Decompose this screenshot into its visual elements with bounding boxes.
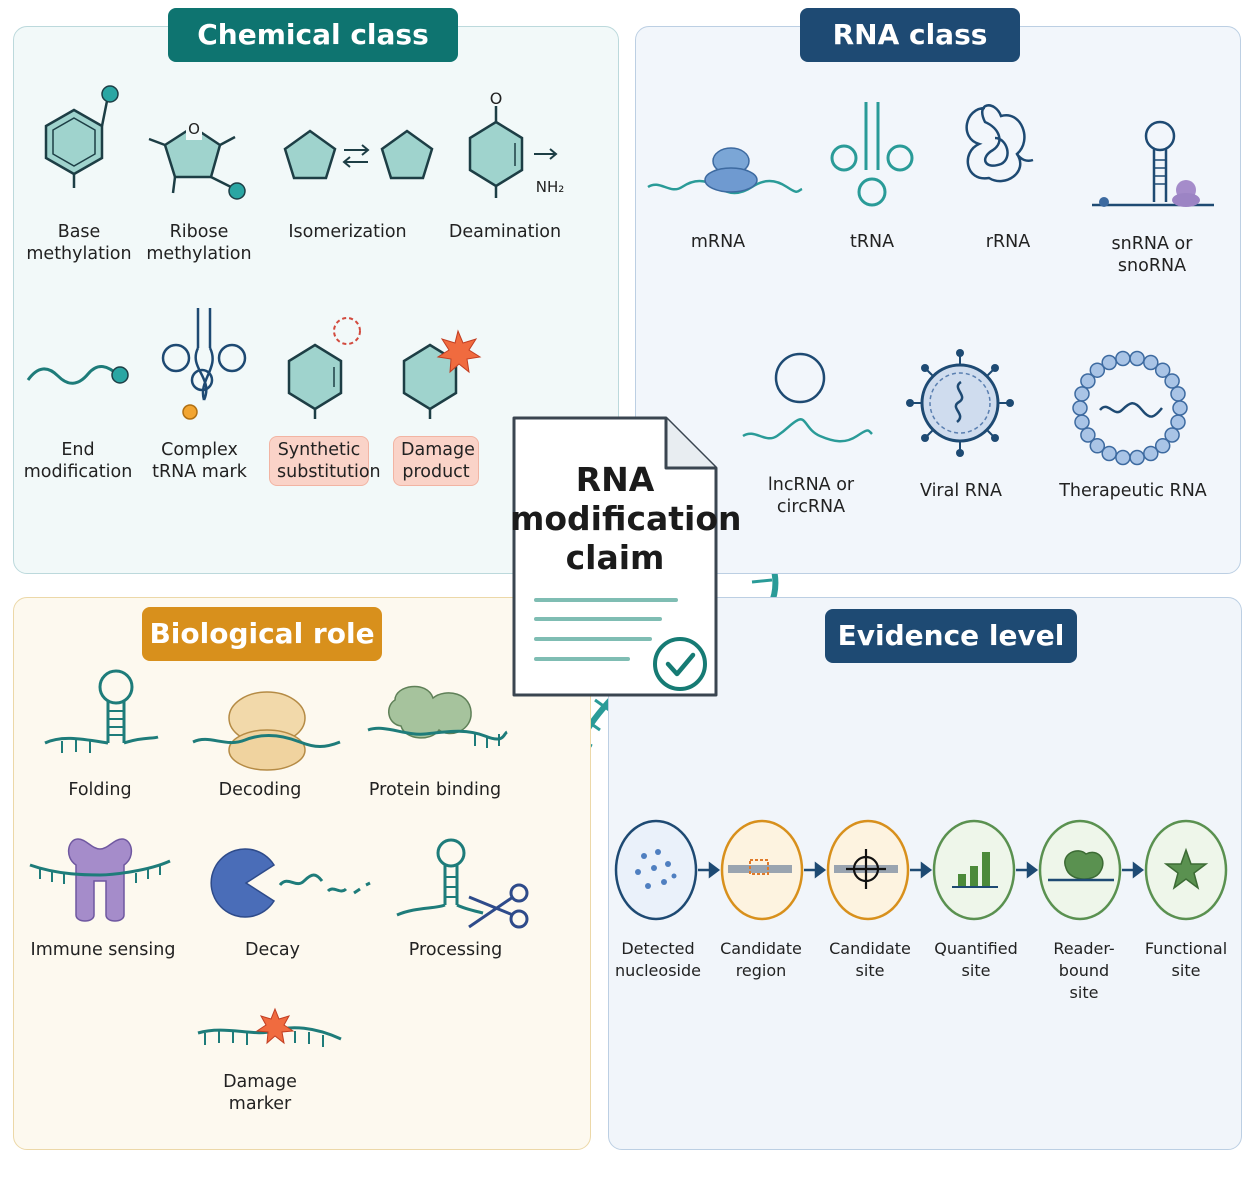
- lipid-bead: [1143, 354, 1159, 371]
- check-circle-icon: [653, 637, 707, 691]
- lipid-bead: [1170, 414, 1186, 430]
- bio-label-decoding: Decoding: [218, 780, 302, 800]
- rrna-icon: [965, 104, 1034, 183]
- dots-icon: [635, 849, 677, 889]
- rna-label-viral-rna: Viral RNA: [919, 481, 1002, 501]
- mrna-icon: [647, 147, 803, 195]
- lipid-bead: [1129, 350, 1145, 367]
- star-icon: [1163, 847, 1209, 890]
- lncrna-circrna-icon: [742, 352, 873, 443]
- damage-product-icon: [402, 329, 482, 419]
- region-icon: [728, 859, 792, 875]
- base-methylation-icon: [44, 85, 119, 188]
- lipid-bead: [1164, 427, 1180, 443]
- bio-label-folding: Folding: [68, 780, 132, 800]
- decoding-icon: [192, 691, 341, 771]
- rna-label-rrna: rRNA: [985, 232, 1031, 252]
- arrow-icon: [804, 861, 827, 879]
- lipid-bead: [1101, 445, 1117, 462]
- bar-chart-icon: [952, 852, 998, 888]
- viral-rna-icon: [906, 349, 1014, 457]
- rna-label-therapeutic-rna: Therapeutic RNA: [1059, 481, 1207, 501]
- arrow-icon: [910, 861, 933, 879]
- folding-icon: [44, 669, 159, 753]
- rna-label-mrna: mRNA: [690, 232, 746, 252]
- bio-label-decay: Decay: [245, 940, 300, 960]
- arrow-icon: [1122, 861, 1145, 879]
- lipid-bead: [1115, 449, 1131, 466]
- complex-trna-mark-icon: [161, 308, 247, 420]
- rna-class-panel: [635, 26, 1241, 574]
- lipid-bead: [1154, 438, 1171, 454]
- reader-protein-icon: [1048, 850, 1114, 882]
- chem-label-isomerization: Isomerization: [288, 222, 407, 242]
- trna-icon: [830, 102, 914, 207]
- rna-class-title: RNA class: [800, 8, 1020, 62]
- lipid-bead: [1129, 449, 1145, 466]
- end-modification-icon: [26, 365, 129, 385]
- lipid-bead: [1164, 373, 1180, 389]
- lipid-bead: [1143, 445, 1159, 462]
- deamination-amine-label: NH₂: [535, 178, 565, 196]
- lipid-bead: [1170, 386, 1186, 402]
- ribose-methylation-icon: [148, 125, 246, 200]
- chem-label-deamination: Deamination: [448, 222, 562, 242]
- lipid-bead: [1089, 362, 1106, 378]
- rna-label-trna: tRNA: [849, 232, 895, 252]
- ribose-oxygen-label: O: [186, 118, 202, 140]
- lipid-bead: [1080, 427, 1096, 443]
- evidence-pipeline: [614, 819, 1228, 921]
- lipid-bead: [1074, 414, 1090, 430]
- processing-icon: [396, 838, 529, 929]
- bio-label-damage-marker: Damage marker: [223, 1072, 297, 1114]
- crosshair-icon: [834, 849, 898, 889]
- synthetic-substitution-icon: [287, 317, 361, 419]
- damage-marker-icon: [197, 1007, 342, 1047]
- lipid-bead: [1115, 350, 1131, 367]
- arrow-icon: [698, 861, 721, 879]
- biological-role-title: Biological role: [142, 607, 382, 661]
- lipid-bead: [1080, 373, 1096, 389]
- evidence-level-title: Evidence level: [825, 609, 1077, 663]
- immune-sensing-icon: [29, 838, 171, 922]
- decay-icon: [210, 848, 371, 918]
- lipid-bead: [1074, 386, 1090, 402]
- isomerization-icon: [283, 129, 434, 180]
- therapeutic-rna-icon: [1072, 350, 1188, 466]
- bio-label-protein-binding: Protein binding: [368, 780, 502, 800]
- chemical-class-title: Chemical class: [168, 8, 458, 62]
- protein-binding-icon: [367, 685, 508, 748]
- arrow-icon: [1016, 861, 1039, 879]
- lipid-bead: [1089, 438, 1106, 454]
- center-claim-title: RNA modification claim: [510, 460, 742, 577]
- bio-label-immune-sensing: Immune sensing: [30, 940, 176, 960]
- snrna-snorna-icon: [1092, 120, 1214, 207]
- lipid-bead: [1154, 362, 1171, 378]
- lipid-bead: [1072, 400, 1088, 416]
- deamination-icon: [468, 106, 558, 198]
- lipid-bead: [1172, 400, 1188, 416]
- lipid-bead: [1101, 354, 1117, 371]
- deamination-oxo-label: O: [489, 89, 503, 108]
- document-icon: [512, 416, 718, 697]
- bio-label-processing: Processing: [408, 940, 503, 960]
